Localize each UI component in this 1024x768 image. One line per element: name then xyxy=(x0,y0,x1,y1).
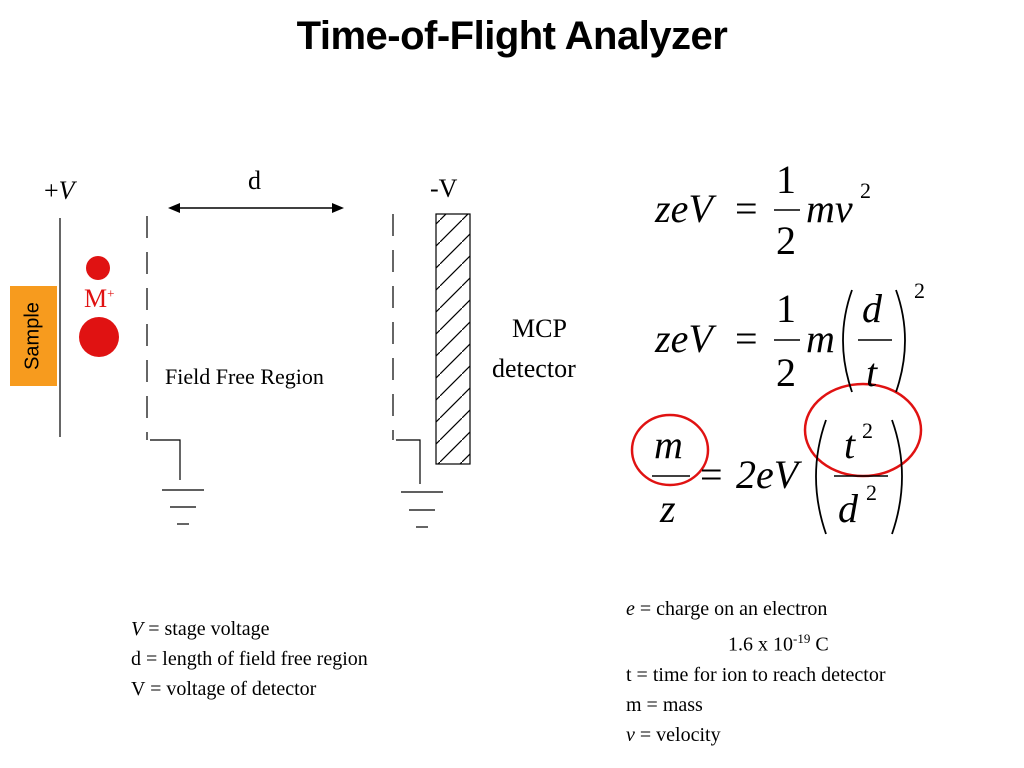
legend-left-row-1: V = stage voltage xyxy=(131,614,368,644)
eq3-coef: 2eV xyxy=(736,452,803,497)
plus-sign: + xyxy=(44,176,59,205)
eq3-equals: = xyxy=(700,452,723,497)
eq3-frac-den-exp: 2 xyxy=(866,480,877,505)
highlight-mz xyxy=(630,413,710,487)
ion-base: M xyxy=(84,284,108,313)
eq3-lhs-num: m xyxy=(654,422,683,467)
legend-velocity-text: = velocity xyxy=(634,723,721,746)
legend-velocity-symbol: v xyxy=(626,723,635,746)
eq3-lhs-den: z xyxy=(659,486,676,531)
eq3-frac-num-exp: 2 xyxy=(862,418,873,443)
ion-small xyxy=(86,256,110,280)
sample-voltage-label: +V xyxy=(44,176,75,206)
eq3-frac-num: t xyxy=(844,422,856,467)
eq1-numerator: 1 xyxy=(776,157,796,202)
eq3-frac-den: d xyxy=(838,486,859,531)
legend-e-value: 1.6 x 10 xyxy=(728,633,793,656)
mcp-label: MCP xyxy=(512,314,567,343)
eq2-frac-den: t xyxy=(866,350,878,395)
ground-symbol-2 xyxy=(396,439,443,528)
eq2-exponent: 2 xyxy=(914,278,925,303)
mcp-detector-plate xyxy=(435,213,471,465)
legend-v-text: = stage voltage xyxy=(143,618,270,640)
eq1-exponent: 2 xyxy=(860,178,871,203)
eq2-left-paren xyxy=(842,289,853,393)
legend-v-row: v = velocity xyxy=(626,720,886,750)
eq1-lhs: zeV xyxy=(654,186,717,231)
ion-charge: + xyxy=(107,285,115,301)
eq1-rhs: mv xyxy=(806,186,853,231)
legend-e-unit: C xyxy=(810,633,829,656)
eq2-m: m xyxy=(806,316,835,361)
v-symbol: V xyxy=(58,176,75,205)
eq2-equals: = xyxy=(735,316,758,361)
eq2-lhs: zeV xyxy=(654,316,717,361)
eq3-left-paren xyxy=(815,419,827,535)
ion-label: M+ xyxy=(84,284,114,314)
eq2-denominator: 2 xyxy=(776,350,796,395)
page-title: Time-of-Flight Analyzer xyxy=(296,14,728,58)
ground-symbol-1 xyxy=(150,439,204,525)
detector-voltage-label: -V xyxy=(430,174,458,203)
eq2-right-paren xyxy=(895,289,906,393)
field-free-label: Field Free Region xyxy=(165,364,324,389)
detector-label: detector xyxy=(492,354,576,383)
legend-e-text: = charge on an electron xyxy=(634,598,828,620)
distance-arrow xyxy=(168,203,344,213)
legend-left-row-2: d = length of field free region xyxy=(131,648,368,670)
d-label: d xyxy=(248,166,261,195)
legend-left: V = stage voltage d = length of field fr… xyxy=(131,614,368,704)
eq3-right-paren xyxy=(891,419,903,535)
legend-t-row: t = time for ion to reach detector xyxy=(626,663,886,686)
legend-e-symbol: e xyxy=(626,598,635,620)
eq1-denominator: 2 xyxy=(776,218,796,263)
eq2-numerator: 1 xyxy=(776,286,796,331)
eq1-equals: = xyxy=(735,186,758,231)
legend-right: e = charge on an electron 1.6 x 10-19 C … xyxy=(626,594,886,750)
ion-large xyxy=(79,317,119,357)
legend-left-row-3: V = voltage of detector xyxy=(131,678,317,700)
legend-v-symbol: V xyxy=(131,618,144,640)
sample-box xyxy=(10,286,57,386)
legend-e-row: e = charge on an electron xyxy=(626,594,886,624)
eq2-frac-num: d xyxy=(862,286,883,331)
legend-m-row: m = mass xyxy=(626,693,703,716)
legend-e-exponent: -19 xyxy=(793,631,811,646)
legend-e-value-row: 1.6 x 10-19 C xyxy=(626,624,886,660)
